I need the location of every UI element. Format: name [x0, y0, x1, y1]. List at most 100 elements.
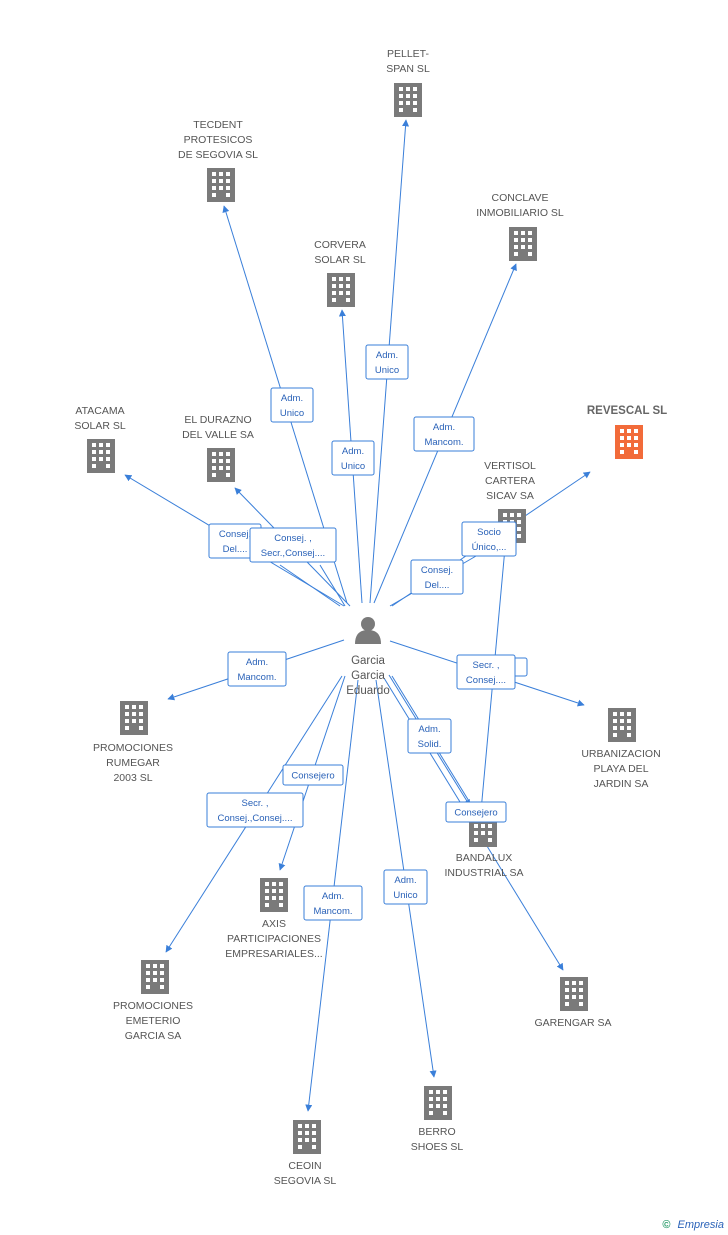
company-label: SOLAR SL — [74, 420, 126, 432]
company-node-axis[interactable] — [260, 878, 288, 912]
relation-label: Adm. — [433, 422, 455, 433]
relation-label: Unico — [341, 461, 365, 472]
relation-badge-ceoin[interactable]: Adm.Mancom. — [303, 885, 363, 921]
relation-badge-box — [303, 885, 363, 921]
company-node-atacama[interactable] — [87, 439, 115, 473]
company-label: VERTISOL — [484, 460, 536, 472]
company-label: PROTESICOS — [184, 134, 253, 146]
relation-badge-durazno[interactable]: Consej. , Secr.,Consej.... — [249, 527, 337, 563]
company-label: PARTICIPACIONES — [227, 933, 321, 945]
company-label: GARCIA SA — [125, 1030, 182, 1042]
building-icon — [207, 448, 235, 482]
company-label: DE SEGOVIA SL — [178, 149, 258, 161]
relation-badge-vertisol[interactable]: Consej.Del.... — [410, 559, 464, 595]
company-label: JARDIN SA — [594, 778, 649, 790]
company-node-garengar[interactable] — [560, 977, 588, 1011]
company-label: PELLET- — [387, 48, 430, 60]
relation-label: Solid. — [418, 739, 442, 750]
company-label: URBANIZACION — [581, 748, 660, 760]
relation-badge-berro[interactable]: Adm. Unico — [383, 869, 428, 905]
company-label: BERRO — [418, 1126, 455, 1138]
company-node-urbanizacion[interactable] — [608, 708, 636, 742]
company-node-rumegar[interactable] — [120, 701, 148, 735]
company-label: SEGOVIA SL — [274, 1175, 337, 1187]
relation-badge-rumegar[interactable]: Adm.Mancom. — [227, 651, 287, 687]
relation-label: Adm. — [281, 393, 303, 404]
company-node-tecdent[interactable] — [207, 168, 235, 202]
relation-label: Consejero — [454, 808, 497, 819]
relation-label: Unico — [280, 408, 304, 419]
person-node[interactable] — [355, 617, 381, 644]
company-node-conclave[interactable] — [509, 227, 537, 261]
relation-label: Secr.,Consej.... — [261, 548, 325, 559]
relation-badge-emeterio[interactable]: Secr. ,Consej.,Consej.... — [206, 792, 304, 828]
relation-badge-conclave[interactable]: Adm. Mancom. — [413, 416, 475, 452]
relation-badge-corvera[interactable]: Adm. Unico — [331, 440, 375, 476]
relation-badge-box — [331, 440, 375, 476]
relation-label: Adm. — [342, 446, 364, 457]
relation-badge-box — [445, 801, 507, 823]
building-icon — [560, 977, 588, 1011]
relation-badge-box — [282, 764, 344, 786]
company-label: ATACAMA — [75, 405, 124, 417]
edge-extra-0 — [319, 564, 346, 607]
relation-label: Adm. — [376, 350, 398, 361]
relation-badge-tecdent[interactable]: Adm. Unico — [270, 387, 314, 423]
relation-label: Unico — [393, 890, 417, 901]
relation-badge-box — [410, 559, 464, 595]
company-label: RUMEGAR — [106, 757, 160, 769]
company-node-durazno[interactable] — [207, 448, 235, 482]
relation-label: Adm. — [418, 724, 440, 735]
building-icon — [327, 273, 355, 307]
edges-layer — [124, 119, 591, 1112]
relation-label: Secr. , — [473, 660, 500, 671]
company-label: AXIS — [262, 918, 286, 930]
company-label: CARTERA — [485, 475, 535, 487]
relation-badge-axis[interactable]: Consejero — [282, 764, 344, 786]
edge-extra-1 — [279, 564, 341, 607]
brand-name: Empresia — [677, 1219, 724, 1231]
relation-badge-pellet[interactable]: Adm.Unico — [365, 344, 409, 380]
relation-badge-box — [206, 792, 304, 828]
company-node-berro[interactable] — [424, 1086, 452, 1120]
relation-badge-bandalux_a[interactable]: Adm. Solid. — [407, 718, 452, 754]
building-icon — [207, 168, 235, 202]
badges-layer: Adm.UnicoAdm.UnicoAdm.UnicoAdm.Mancom.Co… — [206, 344, 528, 921]
relation-label: Socio — [477, 527, 501, 538]
relation-label: Secr. , — [242, 798, 269, 809]
footer-brand: © Empresia — [662, 1219, 724, 1231]
company-label: SICAV SA — [486, 490, 534, 502]
relation-badge-box — [270, 387, 314, 423]
company-node-corvera[interactable] — [327, 273, 355, 307]
relation-label: Del.... — [223, 544, 248, 555]
company-label: DEL VALLE SA — [182, 429, 254, 441]
building-icon — [120, 701, 148, 735]
company-label: TECDENT — [193, 119, 243, 131]
relation-label: Consej. , — [274, 533, 312, 544]
copyright-icon: © — [662, 1219, 671, 1231]
relation-label: Único,... — [472, 542, 507, 553]
building-icon — [141, 960, 169, 994]
relation-badge-box — [461, 521, 517, 557]
relation-badge-urbanizacion[interactable]: Secr. ,Consej.... — [456, 654, 516, 690]
company-label: EMETERIO — [126, 1015, 181, 1027]
relation-label: Adm. — [394, 875, 416, 886]
building-icon — [509, 227, 537, 261]
relation-label: Del.... — [425, 580, 450, 591]
company-label: EMPRESARIALES... — [225, 948, 322, 960]
company-label: CORVERA — [314, 239, 366, 251]
company-node-pellet[interactable] — [394, 83, 422, 117]
building-icon — [394, 83, 422, 117]
company-label: PLAYA DEL — [593, 763, 648, 775]
building-icon — [260, 878, 288, 912]
company-node-ceoin[interactable] — [293, 1120, 321, 1154]
relation-badge-box — [413, 416, 475, 452]
company-node-revescal[interactable] — [615, 425, 643, 459]
company-label: GARENGAR SA — [534, 1017, 611, 1029]
company-node-emeterio[interactable] — [141, 960, 169, 994]
company-label: SHOES SL — [411, 1141, 464, 1153]
relation-badge-bandalux_b[interactable]: Consejero — [445, 801, 507, 823]
company-label: 2003 SL — [113, 772, 152, 784]
relation-badge-revescal[interactable]: SocioÚnico,... — [461, 521, 517, 557]
relation-label: Mancom. — [424, 437, 463, 448]
